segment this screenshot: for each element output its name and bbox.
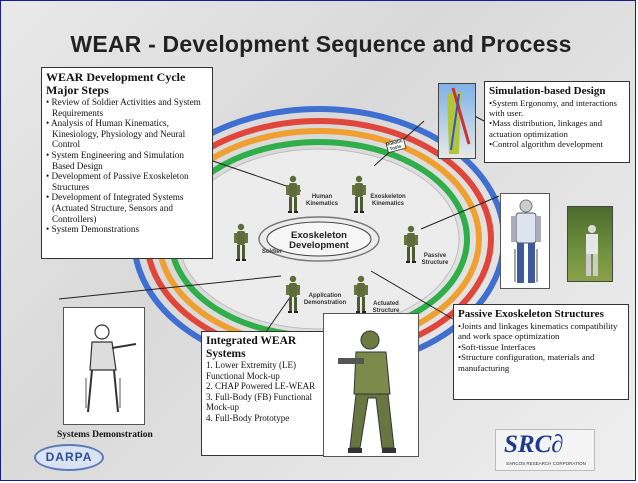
list-item: 4. Full-Body Prototype — [206, 412, 290, 423]
src-logo-subtitle: SARCOS RESEARCH CORPORATION — [506, 461, 586, 466]
simulation-heading: Simulation-based Design — [489, 85, 606, 97]
darpa-logo: DARPA — [34, 444, 104, 471]
integrated-systems-heading: Integrated WEAR Systems — [206, 335, 297, 360]
soldier-figure-icon — [286, 275, 300, 313]
development-cycle-heading: WEAR Development Cycle Major Steps — [46, 70, 186, 97]
list-item: •Joints and linkages kinematics compatib… — [458, 321, 618, 342]
stage-actuated-structure: Actuated Structure — [372, 301, 400, 314]
src-logo: SRC∂ SARCOS RESEARCH CORPORATION — [495, 429, 595, 471]
soldier-figure-icon — [234, 223, 248, 261]
stage-exoskeleton-kinematics: Exoskeleton Kinematics — [370, 194, 406, 207]
integrated-systems-box: Integrated WEAR Systems 1. Lower Extremi… — [201, 331, 325, 456]
simulation-render-icon — [438, 83, 476, 159]
list-item: • Development of Passive Exoskeleton Str… — [46, 171, 189, 192]
list-item: • System Demonstrations — [46, 224, 140, 235]
list-item: •System Ergonomy, and interactions with … — [489, 98, 617, 119]
list-item: • Review of Soldier Activities and Syste… — [46, 97, 201, 118]
tab-sign — [385, 137, 407, 154]
list-item: •Mass distribution, linkages and actuati… — [489, 118, 603, 139]
stage-human-kinematics: Human Kinematics — [306, 194, 339, 207]
center-plate — [266, 221, 372, 257]
list-item: • Analysis of Human Kinematics, Kinesiol… — [46, 118, 186, 150]
soldier-figure-icon — [404, 225, 418, 263]
page-title: WEAR - Development Sequence and Process — [70, 31, 572, 57]
list-item: 3. Full-Body (FB) Functional Mock-up — [206, 391, 313, 413]
list-item: •Soft-tissue Interfaces — [458, 341, 536, 352]
stage-passive-structure: Passive Structure — [421, 253, 449, 266]
exoskeleton-suit-icon — [500, 193, 550, 289]
soldier-figure-icon — [286, 175, 300, 213]
center-label: Exoskeleton Development — [289, 230, 349, 251]
systems-demonstration-caption: Systems Demonstration — [57, 430, 153, 440]
list-item: 2. CHAP Powered LE-WEAR — [206, 381, 316, 391]
passive-structures-heading: Passive Exoskeleton Structures — [458, 308, 604, 320]
list-item: 1. Lower Extremity (LE) Functional Mock-… — [206, 360, 296, 381]
list-item: •Structure configuration, materials and … — [458, 352, 595, 373]
src-logo-mark: SRC∂ — [504, 431, 564, 458]
development-cycle-box: WEAR Development Cycle Major Steps • Rev… — [41, 67, 213, 259]
stage-soldier: Soldier — [261, 249, 283, 255]
development-cycle-list: • Review of Soldier Activities and Syste… — [46, 97, 208, 235]
field-test-photo — [567, 206, 613, 282]
list-item: •Control algorithm development — [489, 138, 603, 149]
simulation-box: Simulation-based Design •System Ergonomy… — [484, 81, 630, 163]
integrated-systems-list: 1. Lower Extremity (LE) Functional Mock-… — [206, 360, 320, 423]
list-item: • Development of Integrated Systems (Act… — [46, 192, 184, 224]
sketch-drawing-icon — [63, 307, 145, 425]
soldier-figure-icon — [354, 275, 368, 313]
simulation-list: •System Ergonomy, and interactions with … — [489, 98, 625, 149]
stage-application-demonstration: Application Demonstration — [303, 293, 347, 306]
soldier-drawing-icon — [323, 313, 419, 457]
list-item: • System Engineering and Simulation Base… — [46, 149, 184, 171]
passive-structures-box: Passive Exoskeleton Structures •Joints a… — [453, 304, 629, 400]
passive-structures-list: •Joints and linkages kinematics compatib… — [458, 321, 624, 373]
soldier-figure-icon — [352, 175, 366, 213]
